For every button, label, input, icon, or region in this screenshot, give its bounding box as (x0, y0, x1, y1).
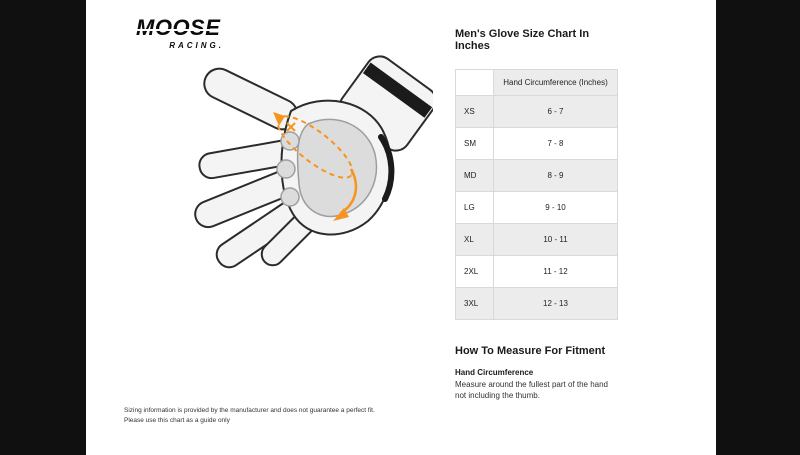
range-cell: 9 - 10 (493, 191, 618, 224)
size-chart-title: Men's Glove Size Chart In Inches (455, 28, 590, 52)
glove-padding (276, 118, 378, 218)
brand-name: MOOSE (133, 15, 223, 40)
fitment-section: How To Measure For Fitment Hand Circumfe… (455, 345, 617, 401)
brand-sub: RACING. (169, 41, 224, 50)
disclaimer: Sizing information is provided by the ma… (124, 406, 375, 427)
size-chart-table: Hand Circumference (Inches) XS 6 - 7 SM … (455, 69, 618, 320)
size-cell: XS (455, 95, 494, 128)
fitment-label: Hand Circumference (455, 368, 534, 377)
table-row: XL 10 - 11 (455, 223, 618, 256)
table-row: LG 9 - 10 (455, 191, 618, 224)
fitment-text: Measure around the fullest part of the h… (455, 380, 608, 401)
range-cell: 12 - 13 (493, 287, 618, 320)
fitment-title: How To Measure For Fitment (455, 345, 606, 357)
range-cell: 6 - 7 (493, 95, 618, 128)
right-black-bar (716, 0, 800, 455)
measurement-arrow-icon (273, 112, 358, 221)
left-black-bar (0, 0, 86, 455)
size-cell: MD (455, 159, 494, 192)
table-row: SM 7 - 8 (455, 127, 618, 160)
size-cell: 3XL (455, 287, 494, 320)
range-cell: 11 - 12 (493, 255, 618, 288)
range-cell: 10 - 11 (493, 223, 618, 256)
glove-illustration (183, 48, 433, 270)
table-row: 2XL 11 - 12 (455, 255, 618, 288)
table-row: XS 6 - 7 (455, 95, 618, 128)
glove-wrist-accent (378, 134, 395, 202)
glove-diagram-svg (194, 55, 433, 269)
range-cell: 8 - 9 (493, 159, 618, 192)
size-chart-section: Men's Glove Size Chart In Inches Hand Ci… (455, 28, 618, 401)
header-empty-cell (455, 69, 494, 96)
size-cell: LG (455, 191, 494, 224)
size-cell: XL (455, 223, 494, 256)
size-cell: 2XL (455, 255, 494, 288)
column-header: Hand Circumference (Inches) (493, 69, 618, 96)
disclaimer-line-2: Please use this chart as a guide only (124, 417, 230, 425)
table-row: 3XL 12 - 13 (455, 287, 618, 320)
range-cell: 7 - 8 (493, 127, 618, 160)
disclaimer-line-1: Sizing information is provided by the ma… (124, 407, 375, 414)
size-cell: SM (455, 127, 494, 160)
table-row: MD 8 - 9 (455, 159, 618, 192)
table-header-row: Hand Circumference (Inches) (455, 69, 618, 96)
brand-logo: MOOSE RACING. (133, 15, 228, 50)
